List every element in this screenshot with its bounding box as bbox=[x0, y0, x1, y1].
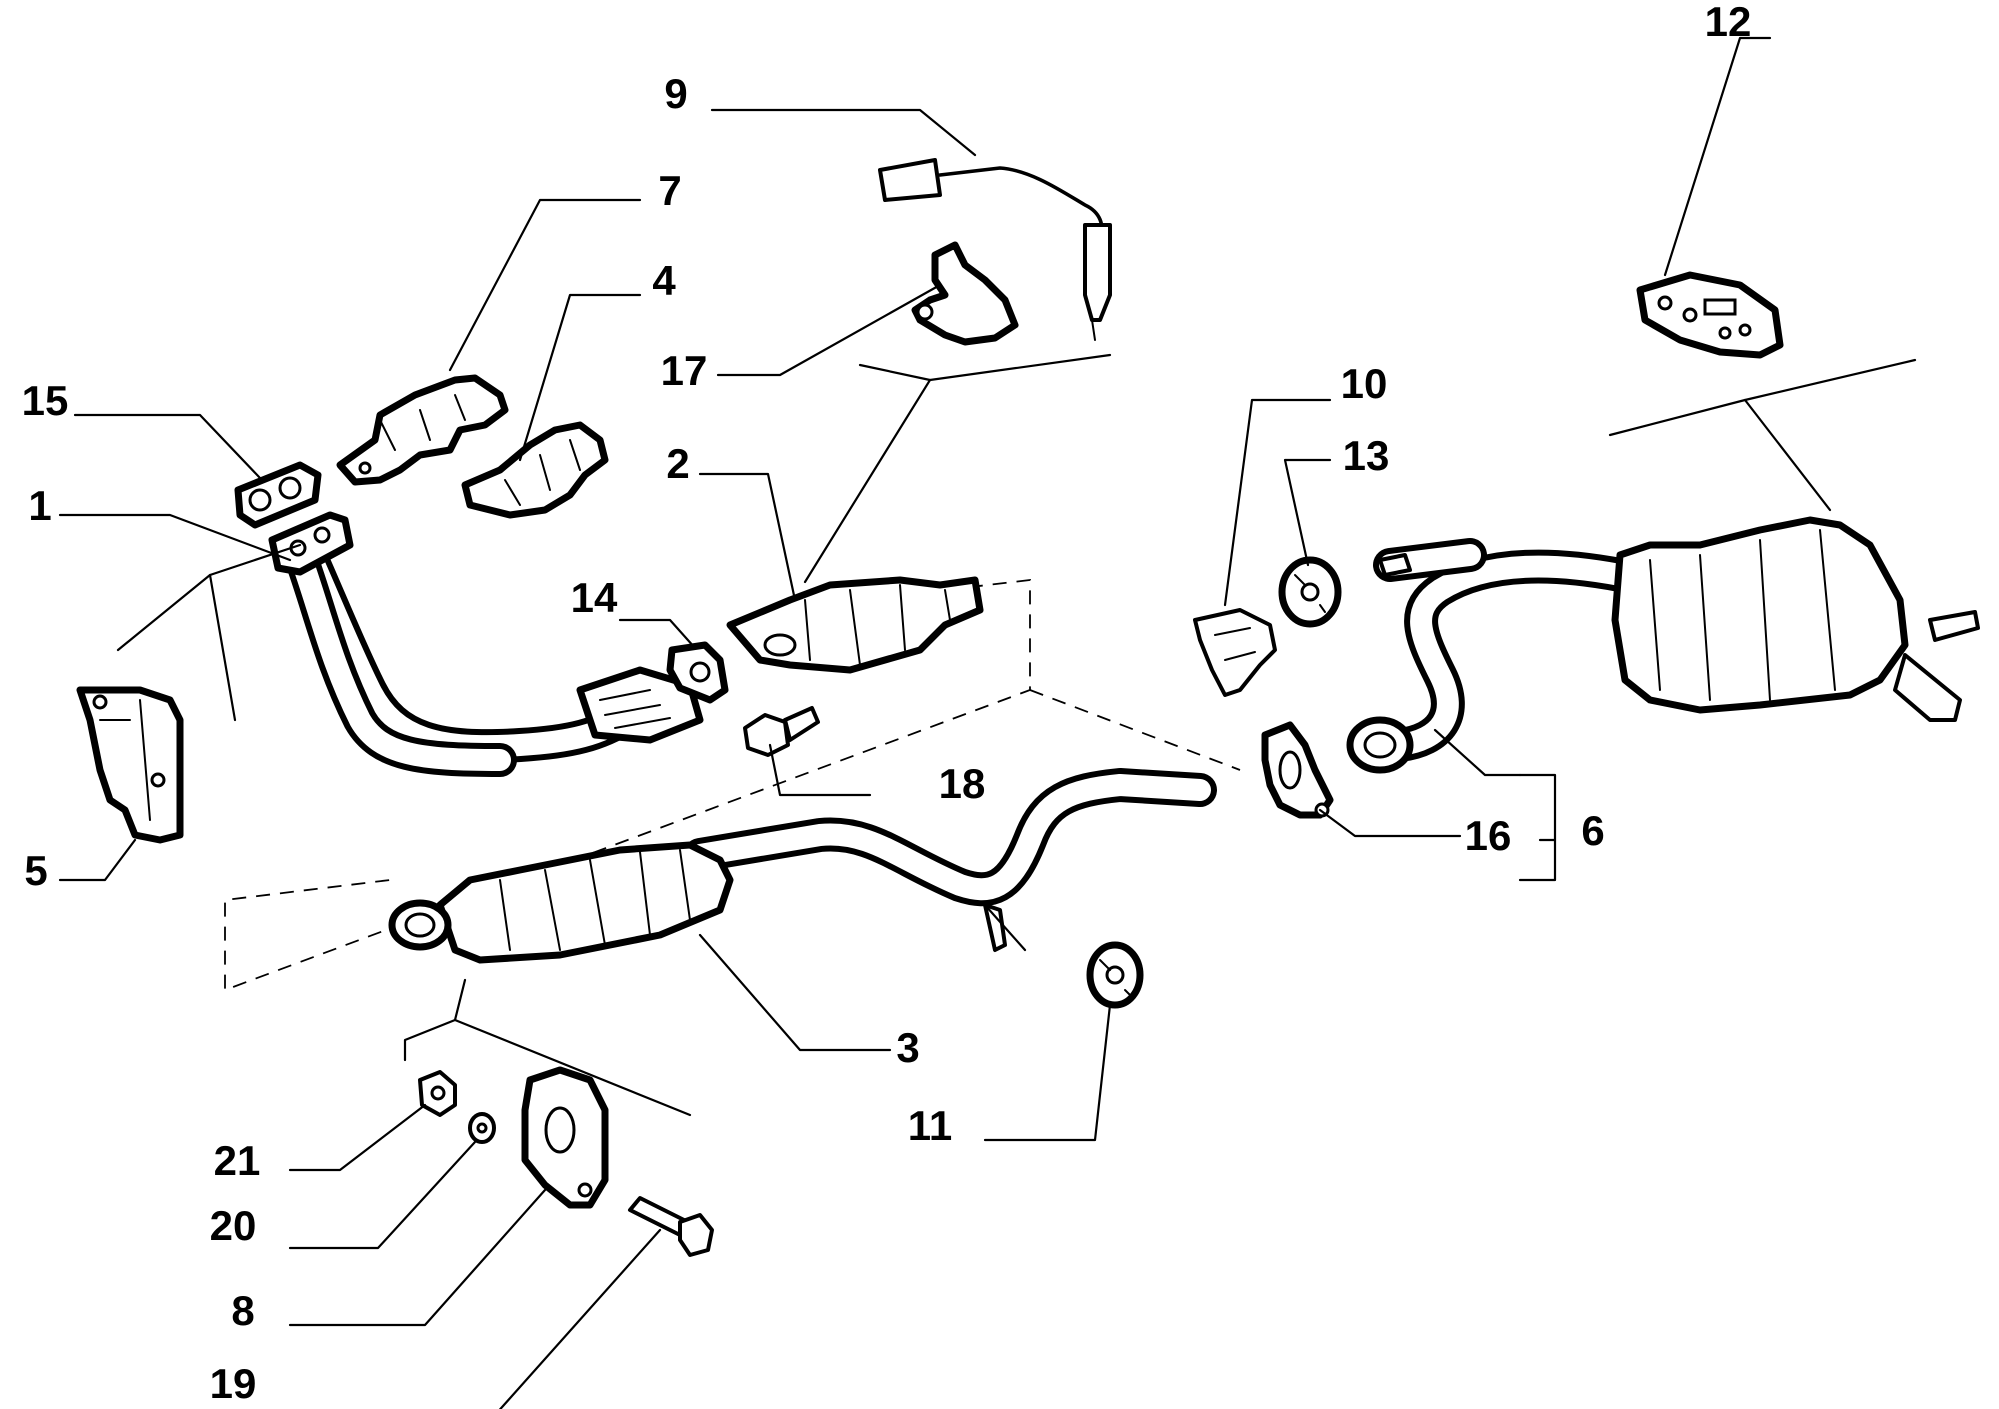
part-2-catalytic-converter bbox=[726, 576, 984, 674]
callout-13: 13 bbox=[1343, 432, 1390, 479]
callout-labels: 12 9 7 4 15 17 1 2 14 18 5 10 13 16 6 3 … bbox=[22, 0, 1752, 1407]
callout-5: 5 bbox=[24, 847, 47, 894]
part-10-hanger bbox=[1193, 608, 1277, 697]
callout-8: 8 bbox=[231, 1287, 254, 1334]
part-14-gasket bbox=[666, 641, 729, 704]
callout-11: 11 bbox=[908, 1102, 952, 1149]
callout-2: 2 bbox=[666, 440, 689, 487]
part-13-rubber-mount bbox=[1278, 556, 1342, 628]
assembly-dashed-outline bbox=[224, 578, 1241, 992]
part-19-bolt bbox=[628, 1196, 714, 1257]
part-16-hanger-clamp bbox=[1261, 721, 1334, 819]
part-9-oxygen-sensor bbox=[878, 158, 1112, 341]
callout-1: 1 bbox=[28, 482, 51, 529]
callout-6: 6 bbox=[1581, 807, 1604, 854]
callout-20: 20 bbox=[210, 1202, 257, 1249]
callout-4: 4 bbox=[652, 257, 676, 304]
callout-19: 19 bbox=[210, 1360, 257, 1407]
callout-18: 18 bbox=[939, 760, 986, 807]
callout-9: 9 bbox=[664, 70, 687, 117]
part-3-centre-silencer bbox=[388, 768, 1217, 964]
callout-14: 14 bbox=[571, 574, 618, 621]
callout-21: 21 bbox=[214, 1137, 261, 1184]
part-6-rear-silencer bbox=[1346, 516, 1980, 774]
part-12-heat-shield-pad bbox=[1636, 271, 1784, 359]
part-18-bolt bbox=[743, 706, 820, 757]
callout-17: 17 bbox=[661, 347, 708, 394]
part-1-front-downpipe bbox=[268, 511, 704, 777]
part-20-washer bbox=[468, 1112, 496, 1144]
part-11-rubber-mount bbox=[1086, 941, 1144, 1009]
part-8-hanger-clamp bbox=[521, 1066, 609, 1209]
leader-lines bbox=[58, 36, 1917, 1409]
callout-7: 7 bbox=[658, 167, 681, 214]
part-4-heat-shield bbox=[461, 421, 609, 519]
part-17-sensor-bracket bbox=[911, 241, 1019, 346]
part-7-heat-shield bbox=[336, 374, 509, 486]
callout-16: 16 bbox=[1465, 812, 1512, 859]
callout-3: 3 bbox=[896, 1024, 919, 1071]
part-15-manifold-gasket bbox=[234, 461, 322, 529]
part-5-bracket bbox=[76, 686, 184, 844]
callout-15: 15 bbox=[22, 377, 69, 424]
callout-10: 10 bbox=[1341, 360, 1388, 407]
part-21-nut bbox=[418, 1070, 457, 1117]
callout-12: 12 bbox=[1705, 0, 1752, 45]
